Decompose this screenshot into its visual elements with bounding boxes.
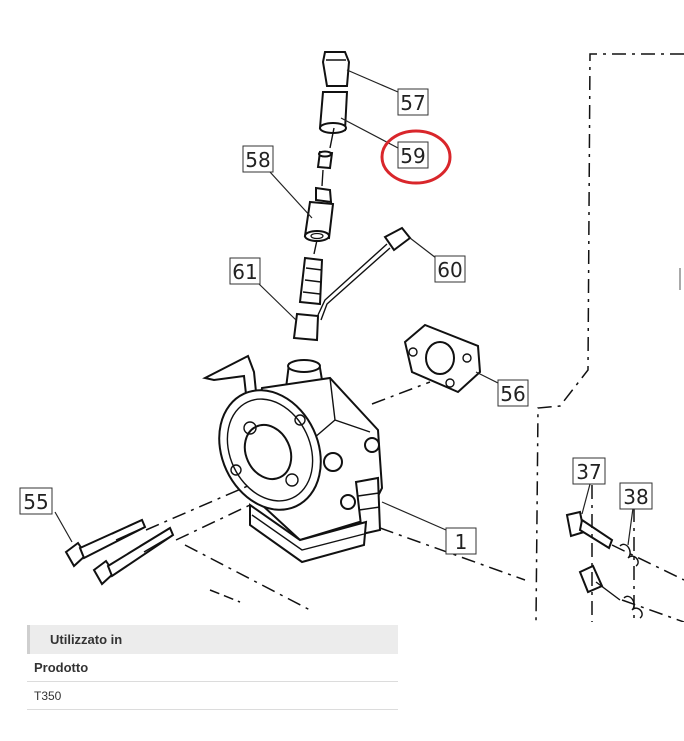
table-row[interactable]: T350 bbox=[27, 682, 398, 710]
part-61-adjuster[interactable] bbox=[292, 239, 324, 342]
callout-box bbox=[445, 527, 477, 555]
part-38-spring[interactable] bbox=[619, 543, 643, 619]
callout-56[interactable]: 56 bbox=[497, 379, 529, 407]
callout-box bbox=[619, 482, 653, 510]
axis-right bbox=[611, 544, 684, 581]
part-58-sleeve[interactable] bbox=[303, 169, 335, 242]
product-cell[interactable]: T350 bbox=[34, 688, 62, 703]
callout-box bbox=[497, 379, 529, 407]
part-55-bolts[interactable] bbox=[64, 518, 175, 586]
used-in-header: Utilizzato in bbox=[27, 625, 398, 654]
part-59-small-ring[interactable] bbox=[316, 150, 334, 170]
leader-37 bbox=[581, 483, 591, 515]
callout-label: 57 bbox=[400, 91, 425, 115]
callout-57[interactable]: 57 bbox=[397, 88, 429, 116]
callout-box bbox=[242, 145, 274, 173]
exploded-parts-diagram: 57 58 59 60 61 56 55 1 37 38 bbox=[19, 51, 684, 622]
leader-60 bbox=[409, 237, 437, 259]
callout-label: 61 bbox=[232, 260, 257, 284]
callout-label: 1 bbox=[455, 530, 468, 554]
leader-59 bbox=[340, 117, 399, 149]
callout-37[interactable]: 37 bbox=[572, 457, 606, 485]
axis-bolts bbox=[145, 484, 251, 531]
leader-1 bbox=[381, 501, 447, 531]
callout-box bbox=[397, 141, 429, 169]
column-header-row: Prodotto bbox=[27, 654, 398, 682]
used-in-table: Utilizzato in Prodotto T350 bbox=[27, 625, 398, 710]
callout-label: 55 bbox=[23, 490, 48, 514]
axis-gasket bbox=[371, 381, 431, 405]
leader-58 bbox=[269, 171, 313, 219]
axis-base-3 bbox=[209, 589, 241, 603]
column-header-product: Prodotto bbox=[34, 660, 89, 675]
part-1-carburettor[interactable] bbox=[200, 354, 384, 564]
callout-box bbox=[19, 487, 53, 515]
callout-58[interactable]: 58 bbox=[242, 145, 274, 173]
leader-55 bbox=[54, 511, 73, 543]
callout-label: 59 bbox=[400, 144, 425, 168]
axis-base-2 bbox=[379, 527, 526, 581]
frame-boundary bbox=[535, 53, 684, 622]
callout-box bbox=[572, 457, 606, 485]
callout-label: 58 bbox=[245, 148, 270, 172]
callout-55[interactable]: 55 bbox=[19, 487, 53, 515]
highlight-circle bbox=[380, 129, 452, 185]
part-60-plunger[interactable] bbox=[317, 226, 412, 321]
leader-61 bbox=[257, 282, 297, 321]
callout-61[interactable]: 61 bbox=[229, 257, 261, 285]
callout-60[interactable]: 60 bbox=[434, 255, 466, 283]
axis-right-2 bbox=[621, 599, 684, 622]
leader-38 bbox=[627, 507, 634, 546]
axis-bolts-2 bbox=[175, 504, 251, 541]
callout-box bbox=[434, 255, 466, 283]
callout-box bbox=[229, 257, 261, 285]
part-56-gasket[interactable] bbox=[403, 323, 482, 394]
callout-38[interactable]: 38 bbox=[619, 482, 653, 510]
callout-label: 56 bbox=[500, 382, 525, 406]
callout-label: 37 bbox=[576, 460, 601, 484]
callout-1[interactable]: 1 bbox=[445, 527, 477, 555]
axis-base bbox=[184, 544, 311, 611]
used-in-title: Utilizzato in bbox=[50, 632, 123, 647]
leader-56 bbox=[475, 371, 501, 385]
callout-label: 38 bbox=[623, 485, 648, 509]
part-37-screw[interactable] bbox=[565, 510, 621, 601]
callout-box bbox=[397, 88, 429, 116]
callout-59[interactable]: 59 bbox=[397, 141, 429, 169]
callout-label: 60 bbox=[437, 258, 462, 282]
leader-57 bbox=[346, 69, 399, 93]
part-57-cable-end[interactable] bbox=[318, 51, 351, 149]
